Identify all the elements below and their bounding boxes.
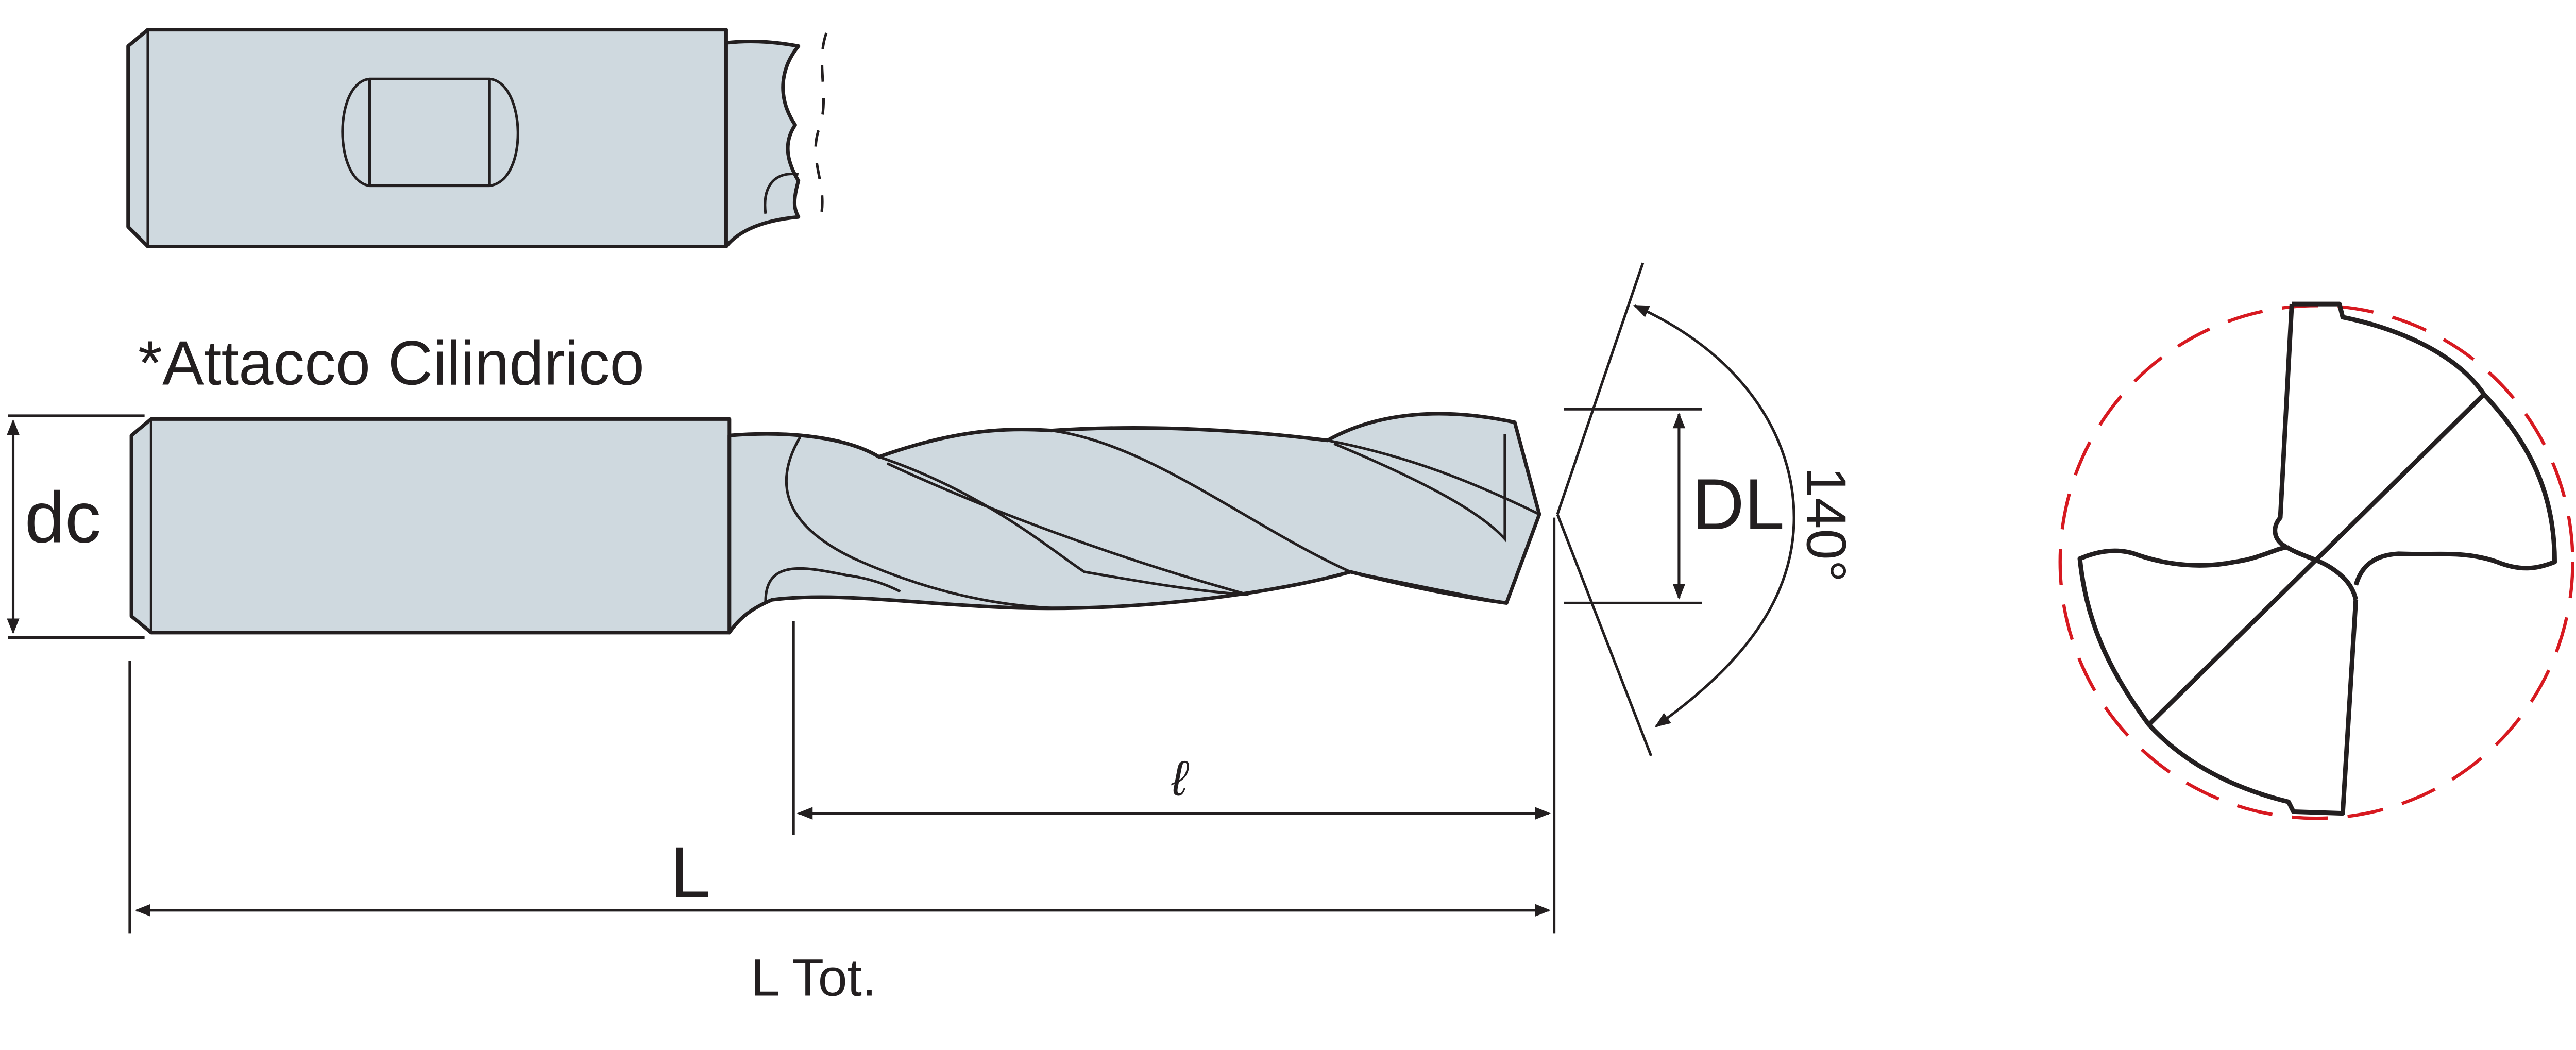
- weldon-shank-view: [126, 28, 828, 249]
- dc-dimension: [7, 414, 145, 639]
- dl-dimension: [1564, 408, 1702, 605]
- point-angle-label: 140°: [1795, 467, 1858, 582]
- dc-label: dc: [25, 477, 101, 557]
- drill-end-view: [2058, 301, 2574, 820]
- cutting-length-label: ℓ: [1171, 751, 1190, 806]
- length-label: L: [670, 832, 710, 912]
- total-length-label: L Tot.: [751, 949, 876, 1007]
- drill-side-view: [129, 412, 1541, 635]
- cutting-length-dimension: [792, 517, 1556, 934]
- dl-label: DL: [1692, 464, 1784, 545]
- point-angle-dimension: [1556, 262, 1795, 756]
- length-dimension: [128, 661, 1551, 934]
- shank-type-label: *Attacco Cilindrico: [138, 328, 645, 398]
